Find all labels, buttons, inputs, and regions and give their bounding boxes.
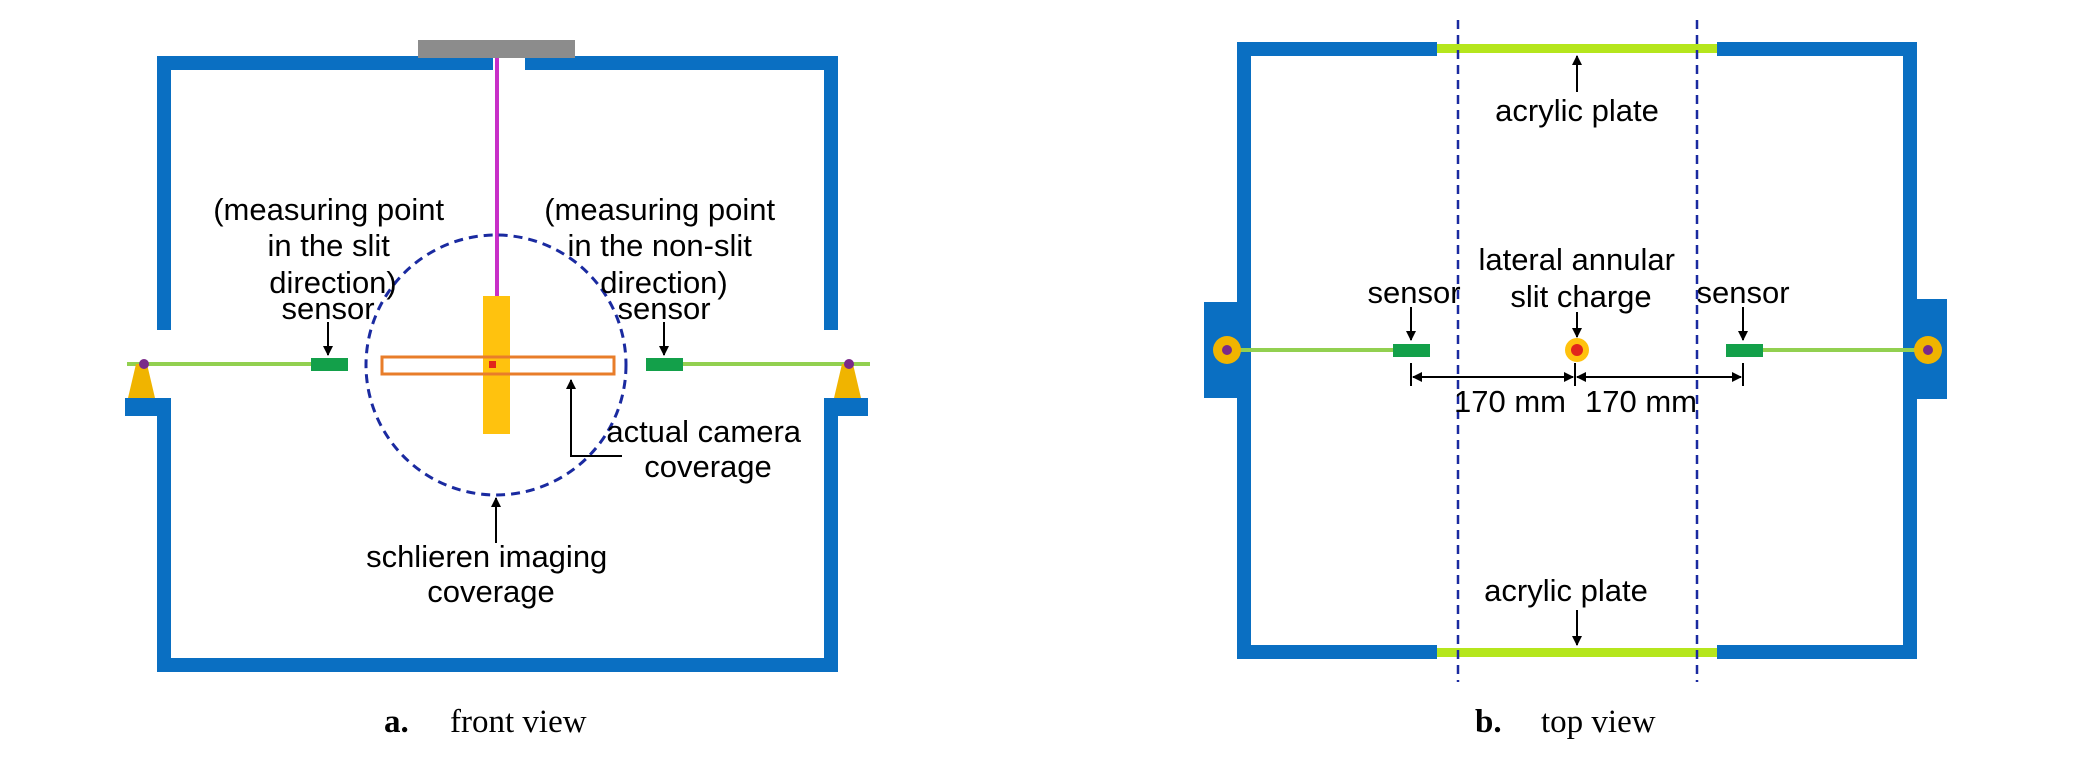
top-wall-bottom-left [1237, 645, 1437, 659]
right-mount-pivot-icon [844, 359, 854, 369]
top-view-diagram: acrylic plate acrylic plate lateral annu… [1204, 20, 1947, 740]
schlieren-label-line-1: schlieren imaging [366, 539, 607, 574]
charge-label-line-2: slit charge [1510, 279, 1651, 314]
top-right-pivot-center [1923, 345, 1933, 355]
front-wall-bottom [157, 658, 838, 672]
left-note-line-1: (measuring point [213, 192, 444, 227]
right-note-line-1: (measuring point [544, 192, 775, 227]
right-measuring-note: (measuring point in the non-slit directi… [544, 192, 784, 300]
front-view-diagram: (measuring point in the slit direction) … [125, 40, 870, 740]
top-caption-text: top view [1541, 704, 1656, 740]
front-ledge-right [824, 398, 868, 416]
top-left-pivot-center [1222, 345, 1232, 355]
front-right-sensor-label: sensor [617, 291, 710, 326]
top-shutter [418, 40, 575, 58]
front-caption-text: front view [450, 704, 587, 740]
top-wall-top-right [1717, 42, 1917, 56]
schlieren-label-line-2: coverage [427, 574, 555, 609]
front-wall-top-left [157, 56, 493, 70]
front-wall-right-lower [824, 402, 838, 672]
camera-coverage-rect [380, 355, 616, 376]
top-left-sensor-label: sensor [1367, 275, 1460, 310]
right-mount-icon [834, 364, 861, 398]
front-wall-top-right [525, 56, 838, 70]
top-acrylic-plate [1437, 44, 1717, 53]
charge-label-line-1: lateral annular [1478, 242, 1674, 277]
right-sensor-icon [646, 358, 683, 371]
charge-icon [483, 296, 510, 434]
right-distance-label: 170 mm [1585, 384, 1697, 419]
bottom-plate-label: acrylic plate [1484, 573, 1648, 608]
top-wall-top-left [1237, 42, 1437, 56]
front-wall-right-upper [824, 56, 838, 330]
left-note-line-2: in the slit [268, 228, 391, 263]
front-wall-left-lower [157, 402, 171, 672]
front-left-sensor-label: sensor [281, 291, 374, 326]
right-note-line-2: in the non-slit [567, 228, 752, 263]
left-sensor-icon [311, 358, 348, 371]
front-ledge-left [125, 398, 171, 416]
front-wall-left-upper [157, 56, 171, 330]
camera-label-line-2: coverage [644, 449, 772, 484]
left-note-line-3: direction) [269, 265, 397, 300]
top-left-sensor-icon [1393, 344, 1430, 357]
front-caption-letter: a. [384, 704, 409, 740]
schlieren-coverage-label: schlieren imaging coverage [366, 539, 616, 609]
left-measuring-note: (measuring point in the slit direction) [213, 192, 453, 300]
top-right-sensor-label: sensor [1696, 275, 1789, 310]
charge-label: lateral annular slit charge [1478, 242, 1683, 314]
top-wall-bottom-right [1717, 645, 1917, 659]
right-note-line-3: direction) [600, 265, 728, 300]
camera-label-line-1: actual camera [606, 414, 801, 449]
top-charge-center-dot [1571, 344, 1583, 356]
bottom-acrylic-plate [1437, 648, 1717, 657]
left-mount-pivot-icon [139, 359, 149, 369]
front-chamber-walls [125, 56, 868, 672]
top-plate-label: acrylic plate [1495, 93, 1659, 128]
charge-center-dot [489, 361, 496, 368]
left-distance-label: 170 mm [1454, 384, 1566, 419]
camera-coverage-arrow [566, 379, 622, 457]
top-right-sensor-icon [1726, 344, 1763, 357]
camera-coverage-label: actual camera coverage [606, 414, 809, 484]
top-caption-letter: b. [1475, 704, 1502, 740]
left-mount-icon [128, 364, 155, 398]
top-chamber-walls [1204, 42, 1947, 659]
schlieren-coverage-circle [364, 233, 628, 497]
